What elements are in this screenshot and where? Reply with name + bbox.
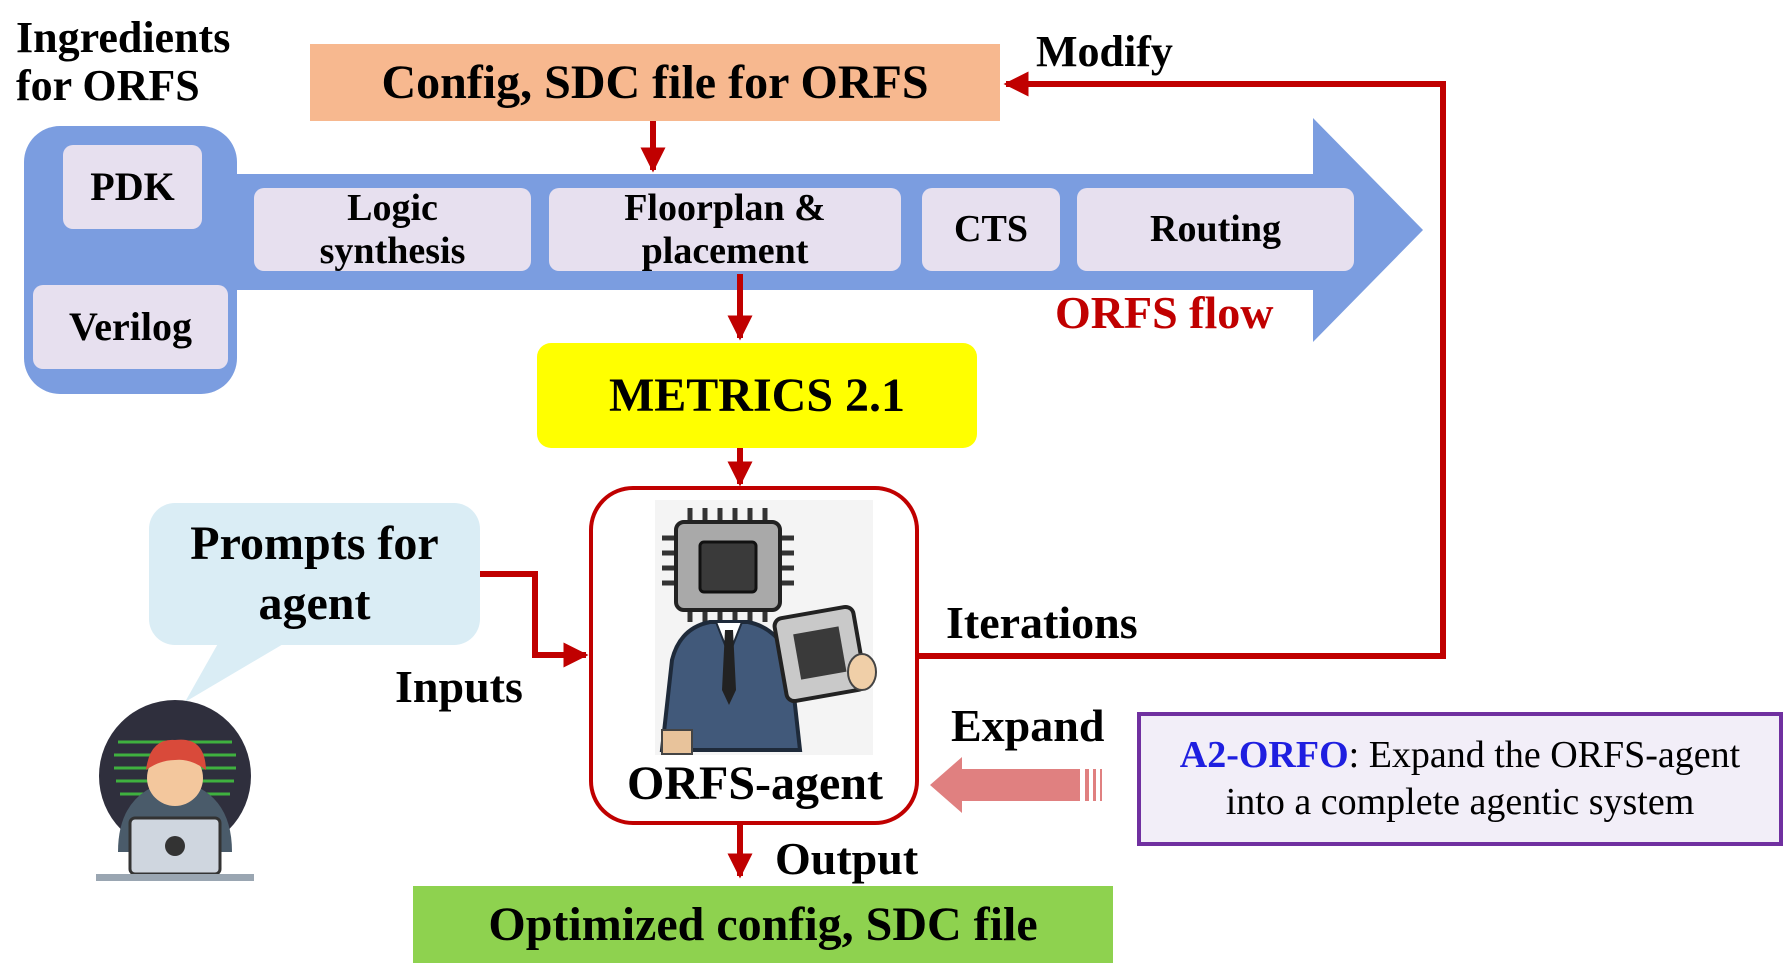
expand-label: Expand [951,700,1105,751]
speech-bubble-icon [185,640,290,702]
metrics-box: METRICS 2.1 [537,343,977,448]
output-label: Output [775,833,919,884]
hacker-user-icon [96,700,254,881]
prompts-bubble: Prompts for agent [149,503,480,645]
pdk-item: PDK [63,145,202,229]
a2orfo-line-1: A2-ORFO: Expand the ORFS-agent [1180,732,1740,780]
a2orfo-box: A2-ORFO: Expand the ORFS-agent into a co… [1137,712,1783,846]
modify-label: Modify [1036,27,1173,76]
a2orfo-desc-1: : Expand the ORFS-agent [1348,733,1741,776]
inputs-label: Inputs [395,661,523,712]
flow-step-routing: Routing [1077,188,1354,271]
a2orfo-line-2: into a complete agentic system [1225,781,1695,823]
a2orfo-name: A2-ORFO [1179,733,1349,776]
flow-step-floorplan-placement: Floorplan & placement [549,187,901,272]
optimized-output-box: Optimized config, SDC file [413,886,1113,963]
modify-feedback-line [919,71,1446,659]
robot-agent-icon [655,500,877,755]
iterations-label: Iterations [946,597,1138,648]
flow-step-cts: CTS [922,188,1060,271]
prompts-to-agent-arrow [480,571,589,668]
agent-label: ORFS-agent [627,757,883,811]
orfs-flow-label: ORFS flow [1055,287,1274,338]
flow-step-logic-synthesis: Logic synthesis [254,187,531,272]
ingredients-title: Ingredients for ORFS [16,13,231,111]
config-box: Config, SDC file for ORFS [310,44,1000,121]
expand-arrow-icon [930,757,1110,813]
verilog-item: Verilog [33,285,228,369]
